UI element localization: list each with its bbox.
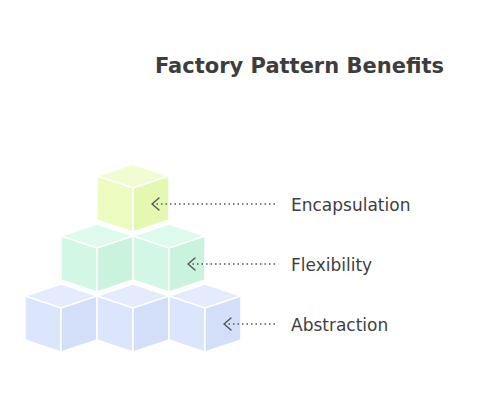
- benefit-label: Abstraction: [291, 315, 388, 335]
- cube-face: [61, 236, 97, 292]
- leader-arrowhead: [188, 258, 195, 270]
- cube-face: [61, 296, 97, 352]
- cube-face: [97, 296, 133, 352]
- leader-lines: [152, 198, 275, 330]
- cube-face: [97, 236, 133, 292]
- cube-face: [169, 236, 205, 292]
- bottom-tier: [25, 284, 241, 352]
- cube-face: [205, 296, 241, 352]
- leader-arrowhead: [152, 198, 159, 210]
- benefit-label: Flexibility: [291, 255, 372, 275]
- cube-face: [133, 176, 169, 232]
- middle-tier: [61, 224, 205, 292]
- cube-face: [97, 176, 133, 232]
- cube-face: [25, 296, 61, 352]
- top-tier: [97, 164, 169, 232]
- cube-face: [133, 296, 169, 352]
- diagram-title: Factory Pattern Benefits: [155, 54, 444, 78]
- leader-line: [189, 263, 275, 264]
- leader-arrowhead: [224, 318, 231, 330]
- leader-line: [225, 323, 275, 324]
- benefit-label: Encapsulation: [291, 195, 410, 215]
- cube-face: [169, 296, 205, 352]
- leader-line: [153, 203, 275, 204]
- cube-face: [133, 236, 169, 292]
